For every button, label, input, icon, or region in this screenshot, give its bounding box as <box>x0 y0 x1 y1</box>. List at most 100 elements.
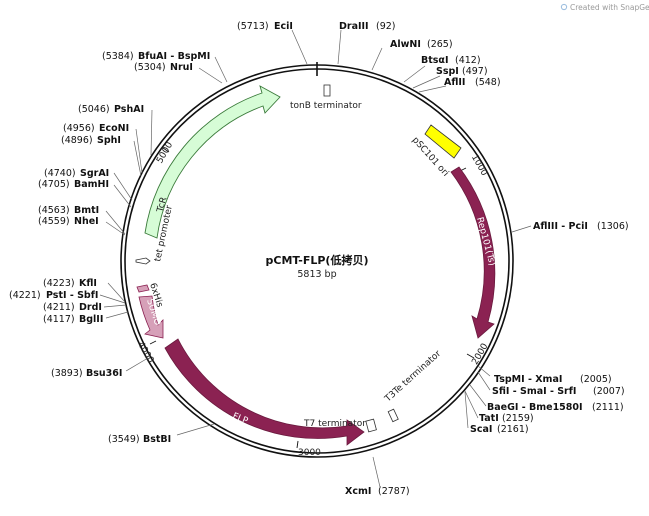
site-nhei[interactable]: (4559) NheI <box>38 216 99 227</box>
site-baegi-bme1580i[interactable]: BaeGI - Bme1580I (2111) <box>487 402 624 413</box>
site-econi[interactable]: (4956) EcoNI <box>63 123 129 134</box>
svg-text:(4117): (4117) <box>43 314 75 325</box>
tick-3000 <box>296 440 299 449</box>
site-kfli[interactable]: (4223) KflI <box>43 278 97 289</box>
svg-text:BstBI: BstBI <box>143 434 171 445</box>
svg-text:(5046): (5046) <box>78 104 110 115</box>
svg-text:(412): (412) <box>455 55 481 66</box>
feature-t3te-terminator[interactable]: T3Te terminator <box>383 349 444 423</box>
svg-text:DraIII: DraIII <box>339 21 369 32</box>
svg-text:SfiI - SmaI - SrfI: SfiI - SmaI - SrfI <box>492 386 576 397</box>
svg-text:TatI: TatI <box>479 413 499 424</box>
svg-text:(2161): (2161) <box>497 424 529 435</box>
svg-text:AlwNI: AlwNI <box>390 39 421 50</box>
site-bstbi[interactable]: (3549) BstBI <box>108 434 171 445</box>
svg-text:BmtI: BmtI <box>74 205 99 216</box>
tick-label-3000: 3000 <box>298 448 321 458</box>
site-tspmi-xmai[interactable]: TspMI - XmaI (2005) <box>494 374 612 385</box>
snapgene-watermark: Created with SnapGene® <box>560 3 649 12</box>
site-aflii[interactable]: AflII (548) <box>444 77 501 88</box>
svg-text:TspMI - XmaI: TspMI - XmaI <box>494 374 562 385</box>
svg-text:(2007): (2007) <box>593 386 625 397</box>
site-sfii-smai-srfi[interactable]: SfiI - SmaI - SrfI (2007) <box>492 386 625 397</box>
svg-text:(265): (265) <box>427 39 453 50</box>
watermark-text: Created with SnapGene® <box>570 3 649 12</box>
site-bfuai-bspmi[interactable]: (5384) BfuAI - BspMI <box>102 51 210 62</box>
svg-text:KflI: KflI <box>79 278 97 289</box>
feature-label-tcr: TcR <box>155 196 169 214</box>
site-xcmi[interactable]: XcmI (2787) <box>345 486 410 497</box>
svg-text:(4956): (4956) <box>63 123 95 134</box>
site-sspi[interactable]: SspI (497) <box>436 66 488 77</box>
plasmid-name: pCMT-FLP(低拷贝) <box>266 253 369 267</box>
svg-text:DrdI: DrdI <box>79 302 102 313</box>
svg-text:AflII: AflII <box>444 77 465 88</box>
site-bsu36i[interactable]: (3893) Bsu36I <box>51 368 122 379</box>
svg-text:(4221): (4221) <box>9 290 41 301</box>
feature-label-t3te: T3Te terminator <box>383 349 444 405</box>
tick-label-2000: 2000 <box>470 342 490 367</box>
svg-text:SspI: SspI <box>436 66 459 77</box>
svg-text:NruI: NruI <box>170 62 193 73</box>
svg-text:(2159): (2159) <box>502 413 534 424</box>
svg-text:EcoNI: EcoNI <box>99 123 129 134</box>
site-draiii[interactable]: DraIII (92) <box>339 21 396 32</box>
site-afliii-pcii[interactable]: AflIII - PciI (1306) <box>533 221 629 232</box>
svg-text:(4705): (4705) <box>38 179 70 190</box>
tick-4000 <box>149 340 157 345</box>
feature-t7-terminator[interactable]: T7 terminator <box>303 418 377 433</box>
feature-tonb-terminator[interactable]: tonB terminator <box>290 84 362 111</box>
svg-text:BaeGI - Bme1580I: BaeGI - Bme1580I <box>487 402 583 413</box>
feature-tcr[interactable]: TcR <box>144 85 281 239</box>
svg-text:ScaI: ScaI <box>470 424 492 435</box>
svg-text:BfuAI - BspMI: BfuAI - BspMI <box>138 51 210 62</box>
svg-text:XcmI: XcmI <box>345 486 371 497</box>
site-drdi[interactable]: (4211) DrdI <box>43 302 102 313</box>
site-sphi[interactable]: (4896) SphI <box>61 135 121 146</box>
svg-text:BglII: BglII <box>79 314 103 325</box>
site-pshai[interactable]: (5046) PshAI <box>78 104 144 115</box>
svg-text:(5384): (5384) <box>102 51 134 62</box>
site-nrui[interactable]: (5304) NruI <box>134 62 193 73</box>
svg-text:(3893): (3893) <box>51 368 83 379</box>
svg-text:(497): (497) <box>462 66 488 77</box>
site-bmti[interactable]: (4563) BmtI <box>38 205 99 216</box>
feature-flp[interactable]: FLP <box>164 338 365 446</box>
svg-text:(92): (92) <box>376 21 396 32</box>
svg-text:BtsαI: BtsαI <box>421 55 449 66</box>
plasmid-size: 5813 bp <box>297 269 336 280</box>
feature-rep101[interactable]: Rep101(Ts) <box>450 166 497 339</box>
svg-text:(548): (548) <box>475 77 501 88</box>
snapgene-logo-icon <box>560 3 568 11</box>
svg-text:BamHI: BamHI <box>74 179 109 190</box>
site-eci[interactable]: (5713) EciI <box>237 21 293 32</box>
svg-text:SgrAI: SgrAI <box>80 168 109 179</box>
svg-text:EciI: EciI <box>274 21 293 32</box>
backbone <box>120 62 514 458</box>
site-btsai[interactable]: BtsαI (412) <box>421 55 481 66</box>
svg-text:(2005): (2005) <box>580 374 612 385</box>
feature-label-tonb: tonB terminator <box>290 101 362 111</box>
svg-text:(5713): (5713) <box>237 21 269 32</box>
svg-text:(2787): (2787) <box>378 486 410 497</box>
tick-label-1000: 1000 <box>469 153 489 178</box>
svg-text:(1306): (1306) <box>597 221 629 232</box>
site-tati[interactable]: TatI (2159) <box>479 413 534 424</box>
svg-text:(2111): (2111) <box>592 402 624 413</box>
site-scai[interactable]: ScaI (2161) <box>470 424 529 435</box>
site-bamhi[interactable]: (4705) BamHI <box>38 179 109 190</box>
svg-text:(4896): (4896) <box>61 135 93 146</box>
svg-text:NheI: NheI <box>74 216 99 227</box>
site-psti-sbfi[interactable]: (4221) PstI - SbfI <box>9 290 98 301</box>
site-sgrai[interactable]: (4740) SgrAI <box>44 168 109 179</box>
tick-label-4000: 4000 <box>135 340 155 365</box>
site-bglii[interactable]: (4117) BglII <box>43 314 103 325</box>
svg-text:(4740): (4740) <box>44 168 76 179</box>
svg-text:(5304): (5304) <box>134 62 166 73</box>
site-alwni[interactable]: AlwNI (265) <box>390 39 453 50</box>
svg-text:AflIII - PciI: AflIII - PciI <box>533 221 588 232</box>
svg-text:(4563): (4563) <box>38 205 70 216</box>
svg-text:(4559): (4559) <box>38 216 70 227</box>
feature-label-rep101: Rep101(Ts) <box>474 216 497 267</box>
